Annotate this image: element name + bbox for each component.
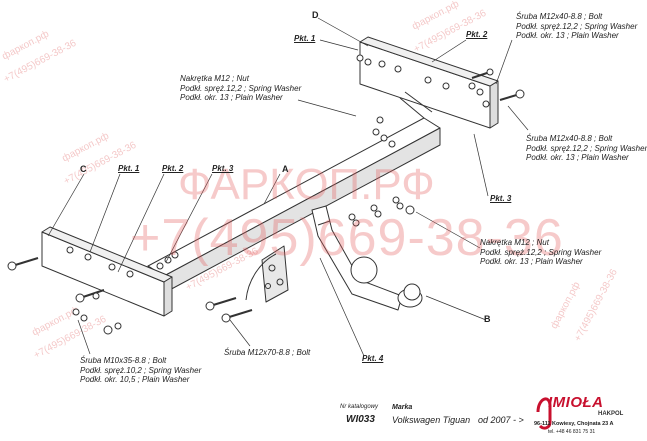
note-line: Podkł. okr. 13 ; Plain Washer [516,31,619,40]
company-name: IMIOŁA [548,394,604,411]
note-bolt-top-right: Śruba M12x40-8.8 ; Bolt Podkł. spręż.12,… [516,12,637,41]
leader-lines [47,17,529,357]
note-line: Nakrętka M12 ; Nut [180,74,249,83]
part-label-c: C [80,164,87,174]
note-bolt-right: Śruba M12x40-8.8 ; Bolt Podkł. spręż.12,… [526,134,647,163]
note-line: Śruba M12x40-8.8 ; Bolt [516,12,603,21]
brand-value: Volkswagen Tiguan [392,415,471,425]
pkt4-label: Pkt. 4 [362,354,384,363]
note-line: Podkł. spręż.10,2 ; Spring Washer [80,365,202,375]
pkt1-top-label: Pkt. 1 [294,34,316,43]
note-nut-left: Nakrętka M12 ; Nut Podkł. spręż.12,2 ; S… [180,74,301,103]
company-logo: IMIOŁA HAKPOL 96-111 Kowiesy, Chojnata 2… [526,388,638,438]
note-nut-right: Nakrętka M12 ; Nut Podkł. spręż.12,2 ; S… [480,238,601,267]
pkt1-left-label: Pkt. 1 [118,164,140,173]
note-line: Podkł. okr. 13 ; Plain Washer [480,257,583,266]
watermark-site: ФАРКОП.РФ [178,160,435,209]
note-line: Podkł. okr. 10,5 ; Plain Washer [80,375,190,384]
mount-plate [245,245,289,303]
brand-label: Marka [392,404,413,411]
part-label-d: D [312,10,319,20]
pkt3-left-label: Pkt. 3 [212,164,234,173]
note-line: Podkł. okr. 13 ; Plain Washer [526,153,629,162]
watermark-phone: +7(495)669-38-36 [130,209,564,267]
catalog-label: Nr katalogowy [340,404,379,410]
date-value: od 2007 - > [478,415,524,425]
pkt3-right-label: Pkt. 3 [490,194,512,203]
note-line: Podkł. spręż.12,2 ; Spring Washer [516,21,638,31]
bolts-center [156,251,253,323]
company-sub: HAKPOL [598,411,624,417]
pkt2-top-label: Pkt. 2 [466,30,488,39]
note-line: Podkł. spręż.12,2 ; Spring Washer [180,83,302,93]
note-line: Nakrętka M12 ; Nut [480,238,549,247]
note-line: Podkł. spręż.12,2 ; Spring Washer [480,247,602,257]
company-address: 96-111 Kowiesy, Chojnata 23 A [534,421,614,427]
tow-ball-arm-b [311,205,423,311]
catalog-value: WI033 [346,414,375,425]
note-line: Podkł. spręż.12,2 ; Spring Washer [526,143,647,153]
note-bolt-m10: Śruba M10x35-8.8 ; Bolt Podkł. spręż.10,… [80,356,201,385]
part-label-a: A [282,164,289,174]
note-line: Śruba M10x35-8.8 ; Bolt [80,356,167,365]
nuts-center-right [348,196,415,227]
part-label-b: B [484,314,491,324]
bolts-top-right [356,54,525,148]
pkt2-left-label: Pkt. 2 [162,164,184,173]
note-line: Śruba M12x40-8.8 ; Bolt [526,134,613,143]
bolts-left [7,257,122,335]
note-bolt-m12x70: Śruba M12x70-8.8 ; Bolt [224,348,311,357]
hook-logo-icon [536,397,552,430]
right-bracket-d [359,36,499,129]
left-bracket-c [41,226,173,317]
note-line: Podkł. okr. 13 ; Plain Washer [180,93,283,102]
company-phone: tel. +48 46 831 75 31 [548,429,596,435]
